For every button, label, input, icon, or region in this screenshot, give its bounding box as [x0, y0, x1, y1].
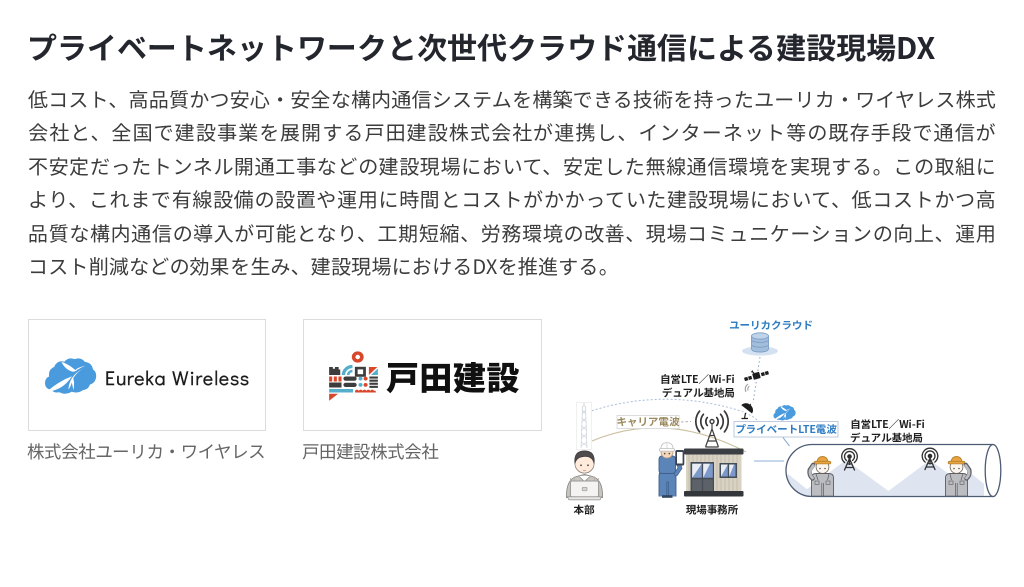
- svg-text:自営LTE／Wi-Fi: 自営LTE／Wi-Fi: [850, 417, 925, 432]
- svg-text:ユーリカクラウド: ユーリカクラウド: [729, 318, 813, 333]
- svg-text:自営LTE／Wi-Fi: 自営LTE／Wi-Fi: [660, 372, 735, 387]
- svg-text:キャリア電波: キャリア電波: [617, 415, 680, 430]
- svg-text:本部: 本部: [574, 503, 595, 518]
- svg-text:プライベートLTE電波: プライベートLTE電波: [735, 422, 837, 437]
- svg-text:デュアル基地局: デュアル基地局: [850, 431, 923, 446]
- svg-text:デュアル基地局: デュアル基地局: [662, 386, 735, 401]
- svg-text:現場事務所: 現場事務所: [686, 503, 739, 518]
